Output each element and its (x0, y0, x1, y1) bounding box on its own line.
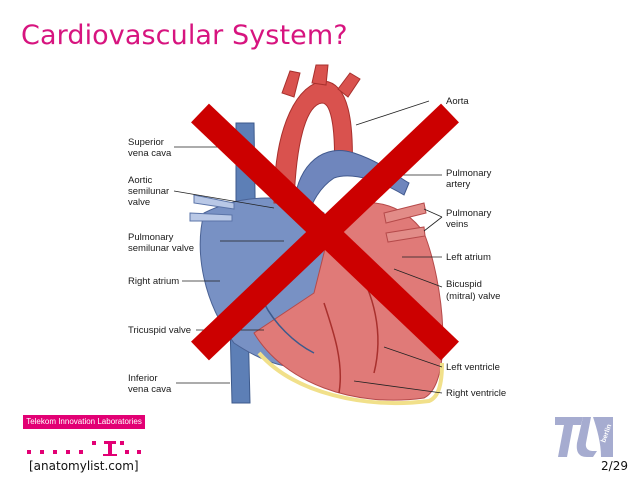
label-left-ventricle: Left ventricle (446, 362, 500, 373)
label-leaders (173, 100, 443, 394)
label-pulmonary-artery-2: artery (446, 179, 471, 190)
label-left-atrium: Left atrium (446, 252, 491, 263)
label-aorta: Aorta (446, 96, 469, 107)
label-bicuspid-valve: Bicuspid (446, 279, 482, 290)
heart-diagram: Aorta Superior vena cava Aortic semiluna… (124, 63, 510, 410)
label-pulmonary-valve: Pulmonary (128, 232, 174, 243)
telekom-innovation-labs-banner: Telekom Innovation Laboratories (23, 415, 145, 429)
label-tricuspid-valve: Tricuspid valve (128, 325, 191, 336)
label-aortic-valve-2: semilunar (128, 186, 169, 197)
label-bicuspid-valve-2: (mitral) valve (446, 291, 500, 302)
tu-berlin-logo: berlin (555, 417, 613, 457)
label-inferior-vena-cava: Inferior (128, 373, 158, 384)
label-pulmonary-veins-2: veins (446, 219, 468, 230)
label-inferior-vena-cava-2: vena cava (128, 384, 172, 395)
label-aortic-valve-3: valve (128, 197, 150, 208)
slide-title: Cardiovascular System? (21, 20, 348, 51)
label-pulmonary-valve-2: semilunar valve (128, 243, 194, 254)
label-right-ventricle: Right ventricle (446, 388, 506, 399)
diagram-labels: Aorta Superior vena cava Aortic semiluna… (128, 96, 506, 399)
cross-out-mark (191, 103, 459, 361)
label-pulmonary-veins: Pulmonary (446, 208, 492, 219)
label-right-atrium: Right atrium (128, 276, 179, 287)
page-number: 2/29 (601, 459, 628, 473)
label-superior-vena-cava-2: vena cava (128, 148, 172, 159)
image-source-citation: [anatomylist.com] (29, 459, 139, 473)
label-aortic-valve: Aortic (128, 175, 153, 186)
telekom-logo (27, 441, 141, 456)
label-superior-vena-cava: Superior (128, 137, 164, 148)
label-pulmonary-artery: Pulmonary (446, 168, 492, 179)
